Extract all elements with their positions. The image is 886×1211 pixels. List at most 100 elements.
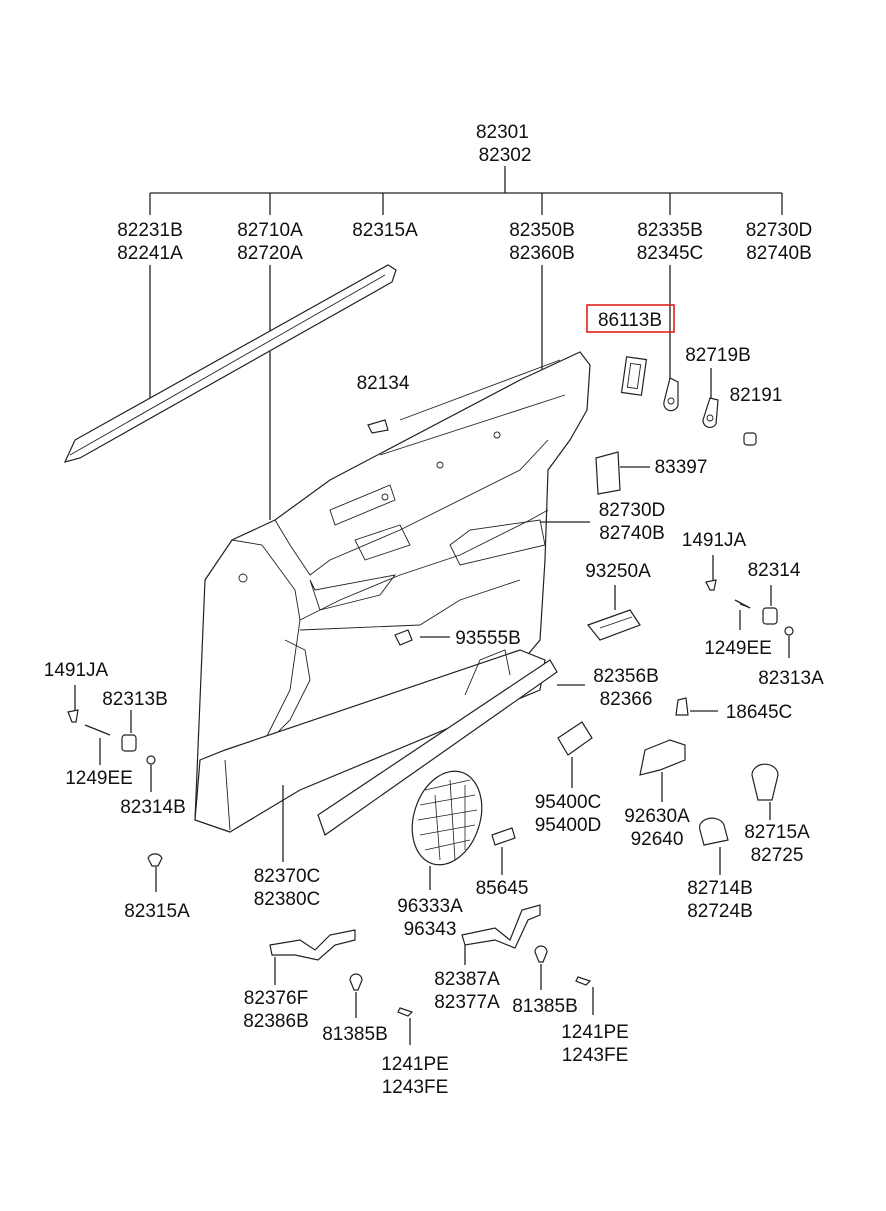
label-82191: 82191 <box>730 385 783 406</box>
part-number-text: 86113B <box>598 310 662 331</box>
cap-82313A <box>784 626 794 636</box>
bumper-82715A <box>751 763 779 801</box>
label-82314b: 82314B <box>120 797 186 818</box>
part-number-text: 93250A <box>585 561 651 582</box>
screw-1241PE-l <box>397 1007 414 1017</box>
label-82314_r: 82314 <box>748 560 801 581</box>
part-number-text: 82366 <box>600 689 653 710</box>
part-number-text: 1243FE <box>382 1077 449 1098</box>
part-number-text: 82360B <box>509 243 575 264</box>
grille-pattern <box>417 779 478 861</box>
door-trim-strip <box>63 264 397 463</box>
part-number-text: 82356B <box>593 666 659 687</box>
pad-83397 <box>595 451 621 495</box>
label-82719b: 82719B <box>685 345 751 366</box>
part-number-text: 82740B <box>746 243 812 264</box>
part-number-text: 82387A <box>434 969 500 990</box>
label-93250a: 93250A <box>585 561 651 582</box>
part-number-text: 82715A <box>744 822 810 843</box>
part-number-text: 85645 <box>476 878 529 899</box>
part-number-text: 82335B <box>637 220 703 241</box>
bracket-82387A <box>461 904 541 949</box>
bracket-82335B <box>663 377 679 412</box>
label-18645c: 18645C <box>726 702 793 723</box>
screw-1491JA-l <box>67 709 79 723</box>
label-82315a_bot: 82315A <box>124 901 190 922</box>
part-number-text: 82740B <box>599 523 665 544</box>
cap-18645C <box>675 697 689 716</box>
part-number-text: 95400D <box>535 815 602 836</box>
part-number-text: 82720A <box>237 243 303 264</box>
bracket-82376F <box>269 929 356 961</box>
part-number-text: 82315A <box>124 901 190 922</box>
part-number-text: 82134 <box>357 373 410 394</box>
label-1491ja_r: 1491JA <box>682 530 747 551</box>
nut-82313B <box>121 734 137 752</box>
part-number-text: 82314B <box>120 797 186 818</box>
label-83397: 83397 <box>655 457 708 478</box>
label-81385b_l: 81385B <box>322 1024 388 1045</box>
part-86113B <box>620 356 648 396</box>
handle-92630A <box>639 739 686 776</box>
part-number-text: 1491JA <box>682 530 747 551</box>
label-1491ja_l: 1491JA <box>44 660 109 681</box>
part-number-text: 1241PE <box>381 1054 449 1075</box>
part-number-text: 83397 <box>655 457 708 478</box>
highlight-box-86113B <box>586 304 675 333</box>
part-number-text: 95400C <box>535 792 602 813</box>
clip-82315A-bot <box>147 853 163 867</box>
part-number-text: 82714B <box>687 878 753 899</box>
part-number-text: 82376F <box>244 988 308 1009</box>
part-number-text: 82315A <box>352 220 418 241</box>
part-number-text: 82231B <box>117 220 183 241</box>
label-85645: 85645 <box>476 878 529 899</box>
part-number-text: 1241PE <box>561 1022 629 1043</box>
screw-81385B-r <box>534 945 548 963</box>
part-number-text: 82719B <box>685 345 751 366</box>
clip-82134 <box>367 419 389 434</box>
part-number-text: 93555B <box>455 628 521 649</box>
part-number-text: 82730D <box>599 500 666 521</box>
label-1249ee_r: 1249EE <box>704 638 772 659</box>
part-number-text: 82350B <box>509 220 575 241</box>
part-number-text: 1491JA <box>44 660 109 681</box>
screw-1491JA-r <box>705 579 717 591</box>
label-86113b: 86113B <box>598 310 662 331</box>
part-number-text: 92630A <box>624 806 690 827</box>
part-number-text: 82710A <box>237 220 303 241</box>
bumper-82714B <box>698 817 729 846</box>
module-95400C <box>557 721 593 756</box>
label-93555b: 93555B <box>455 628 521 649</box>
part-number-text: 81385B <box>322 1024 388 1045</box>
part-number-text: 81385B <box>512 996 578 1017</box>
screw-81385B-l <box>349 973 363 991</box>
part-number-text: 18645C <box>726 702 793 723</box>
label-82313a: 82313A <box>758 668 824 689</box>
part-number-text: 82724B <box>687 901 753 922</box>
part-number-text: 1249EE <box>65 768 133 789</box>
part-number-text: 82725 <box>751 845 804 866</box>
cap-82191 <box>743 432 757 446</box>
bracket-82719B <box>702 397 719 428</box>
part-number-text: 82345C <box>637 243 704 264</box>
nut-82314-r <box>762 607 778 625</box>
part-number-text: 82313A <box>758 668 824 689</box>
label-82134: 82134 <box>357 373 410 394</box>
label-82315a_top: 82315A <box>352 220 418 241</box>
part-number-text: 96333A <box>397 896 463 917</box>
part-number-text: 82314 <box>748 560 801 581</box>
